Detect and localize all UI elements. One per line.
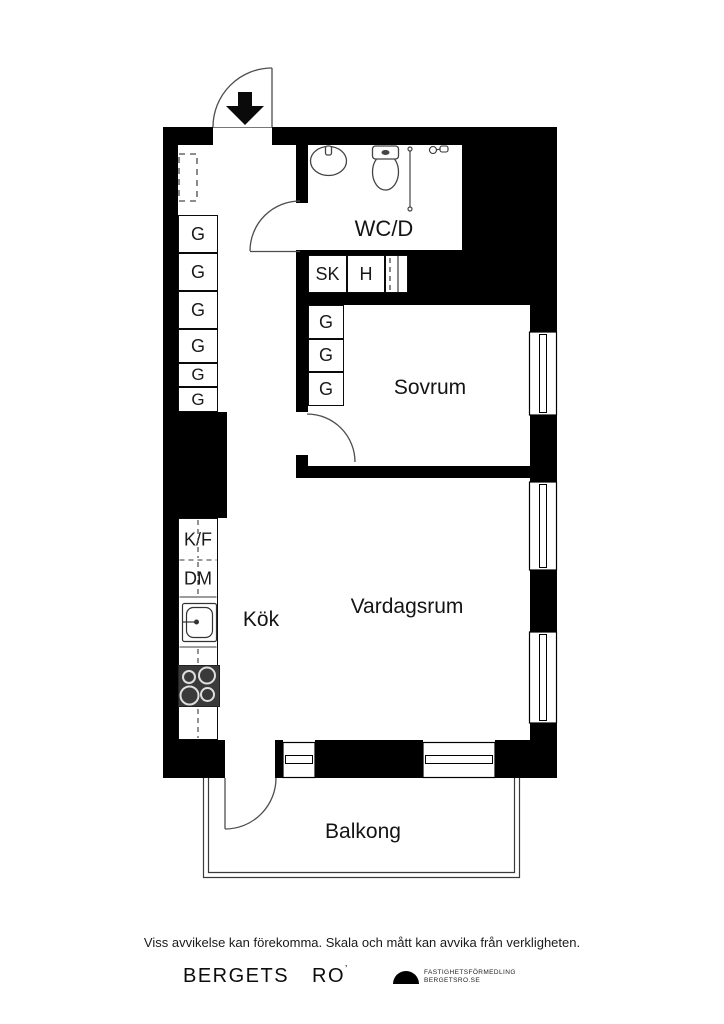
wall-segment [178,412,227,518]
wall-segment [272,127,462,145]
closet-label: G [190,335,205,356]
closet-box: G [178,253,218,291]
brand-logo-text: FASTIGHETSFÖRMEDLING BERGETSRO.SE [424,969,516,985]
wall-segment [296,251,308,412]
closet-label: H [359,263,373,284]
closet-label: G [191,389,205,409]
wall-segment [163,740,225,778]
wall-segment [163,127,178,778]
closet-box: G [308,305,344,339]
stove [178,665,220,707]
room-label-balcony: Balkong [325,820,401,843]
shower-rail [407,146,413,212]
closet-label: G [318,378,333,399]
closet-label: G [191,365,205,384]
wall-segment [275,740,283,778]
brand-name-left: BERGETS [183,965,290,987]
closet-box: G [178,363,218,387]
wall-segment [296,466,530,478]
brand-dome-logo-icon [393,971,419,984]
room-label-bedroom: Sovrum [393,376,467,399]
brand-logo-line2: BERGETSRO.SE [424,977,481,984]
wall-segment [296,145,308,203]
wall-segment [296,293,530,305]
toilet [371,145,400,191]
brand-trademark: ’ [345,964,349,975]
balcony-outline [202,778,521,879]
wall-segment [315,740,423,778]
brand-logo-line1: FASTIGHETSFÖRMEDLING [424,969,516,976]
window [528,631,558,724]
entry-arrow-icon [226,92,264,125]
shower-head-icon [428,145,449,155]
window [528,481,558,571]
window [422,741,496,779]
wall-segment [296,250,462,255]
bedroom-door [306,413,356,463]
dishwasher-label: DM [184,568,212,589]
hall-dashed-box [178,153,198,202]
closet-box: G [308,372,344,406]
balcony-door [224,777,277,830]
wall-segment [462,127,557,305]
kitchen-sink [181,602,218,643]
wc-door [249,200,301,253]
bathroom-sink [309,145,348,177]
window [528,331,558,416]
closet-box: H [347,255,385,293]
window [282,741,316,779]
disclaimer-text: Viss avvikelse kan förekomma. Skala och … [143,935,581,950]
room-label-kitchen: Kök [242,608,280,631]
closet-box: G [178,329,218,363]
closet-box [385,255,408,293]
closet-box: G [178,291,218,329]
room-label-living: Vardagsrum [350,595,464,618]
closet-label: G [190,261,205,282]
closet-label: G [318,311,333,332]
entry-door [212,67,273,128]
room-label-wc: WC/D [354,216,414,241]
closet-label: G [190,223,205,244]
closet-box: G [308,339,344,372]
closet-label: SK [315,263,340,284]
closet-box: G [178,387,218,412]
wall-segment [408,255,462,295]
wall-segment [495,740,557,778]
kitchen-counter-lines [179,520,217,738]
closet-row-dividers [389,256,399,292]
closet-label: G [190,299,205,320]
closet-label: G [318,345,333,365]
closet-box: G [178,215,218,253]
closet-box: SK [308,255,347,293]
brand-name-right: RO’ [312,964,349,988]
